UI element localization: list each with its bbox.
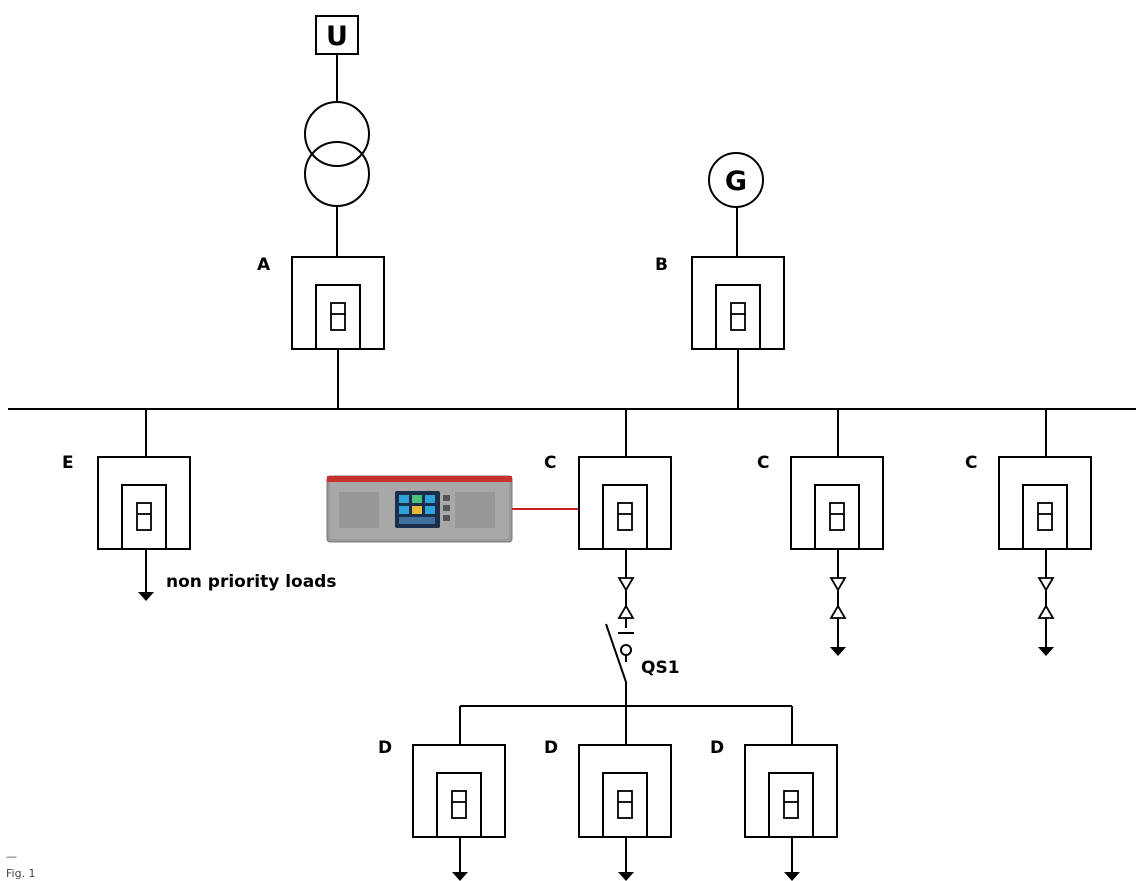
breaker-c1: C [544, 409, 672, 656]
breaker-d1-label: D [378, 738, 392, 758]
breaker-a-label: A [257, 255, 271, 275]
control-unit-device [326, 475, 513, 543]
breaker-d1: D [378, 706, 506, 881]
utility-source: U [315, 15, 359, 102]
breaker-d3-label: D [710, 738, 724, 758]
breaker-c3: C [965, 409, 1092, 656]
breaker-b-label: B [655, 255, 668, 275]
breaker-b: B [655, 255, 785, 409]
breaker-c3-label: C [965, 453, 977, 473]
breaker-e: E non priority loads [62, 409, 336, 601]
utility-symbol: U [326, 21, 348, 52]
breaker-c2: C [757, 409, 884, 656]
breaker-c1-label: C [544, 453, 556, 473]
breaker-d2: D [544, 706, 672, 881]
breaker-d2-label: D [544, 738, 558, 758]
generator-symbol: G [725, 166, 747, 197]
figure-dash: — [6, 850, 17, 863]
breaker-c2-label: C [757, 453, 769, 473]
disconnector-qs1: QS1 [605, 623, 680, 706]
figure-caption: Fig. 1 [6, 867, 36, 880]
generator: G [708, 152, 764, 257]
breaker-e-label: E [62, 453, 74, 473]
non-priority-loads-label: non priority loads [166, 572, 336, 592]
transformer-icon [304, 101, 370, 257]
breaker-d3: D [710, 706, 838, 881]
qs1-label: QS1 [641, 658, 680, 678]
breaker-a: A [257, 255, 385, 409]
